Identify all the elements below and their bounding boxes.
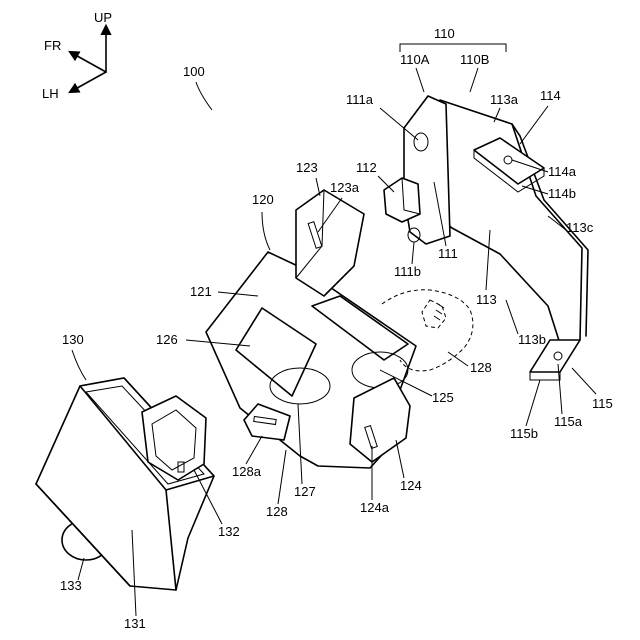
leader-130 [72,350,86,380]
label-126: 126 [156,332,178,347]
label-130: 130 [62,332,84,347]
label-128a: 128a [232,464,262,479]
leader-113b [506,300,518,334]
direction-indicator: UP FR LH [42,10,112,101]
leader-123 [316,178,320,196]
label-113: 113 [476,292,497,307]
label-113b: 113b [518,332,546,347]
label-111: 111 [438,246,458,261]
leader-114 [520,106,548,144]
holder-boss-123 [296,190,364,296]
leader-124 [396,440,404,478]
dashed-clip-128 [422,300,446,328]
left-label: LH [42,86,59,101]
leader-115 [572,368,596,394]
label-124a: 124a [360,500,390,515]
leader-100 [196,82,212,110]
tab-115-thickness [530,372,560,380]
leader-128 [278,450,286,504]
label-115b: 115b [510,426,538,441]
leader-133 [78,558,84,580]
label-113c: 113c [566,220,594,235]
label-100: 100 [183,64,205,79]
label-113a: 113a [490,92,519,107]
label-128: 128 [266,504,288,519]
bracket-110-brace [400,44,506,52]
bracket-plate-111 [404,96,450,244]
label-128-dashed: 128 [470,360,492,375]
label-115a: 115a [554,414,583,429]
unit-130: 130 132 133 131 [36,332,240,631]
label-123a: 123a [330,180,360,195]
label-110: 110 [434,26,455,41]
label-123: 123 [296,160,318,175]
label-112: 112 [356,160,377,175]
label-114b: 114b [548,186,576,201]
leader-111b [412,242,414,264]
label-114: 114 [540,88,561,103]
label-115: 115 [592,396,613,411]
leader-128a [246,436,262,464]
label-133: 133 [60,578,82,593]
leader-110B [470,68,478,92]
label-131: 131 [124,616,146,631]
dashed-clip-ribs [434,304,444,320]
leader-120 [262,212,270,250]
front-arrow [70,52,106,72]
label-121: 121 [190,284,212,299]
label-110B: 110B [460,52,489,67]
label-125: 125 [432,390,454,405]
label-127: 127 [294,484,316,499]
label-110A: 110A [400,52,430,67]
label-111b: 111b [394,264,421,279]
leader-115b [526,380,540,426]
leader-110A [416,68,424,92]
label-111a: 111a [346,92,374,107]
assembly-callout: 100 [183,64,212,110]
label-120: 120 [252,192,274,207]
label-132: 132 [218,524,240,539]
left-arrow [70,72,106,92]
up-label: UP [94,10,112,25]
front-label: FR [44,38,61,53]
label-124: 124 [400,478,422,493]
label-114a: 114a [548,164,577,179]
